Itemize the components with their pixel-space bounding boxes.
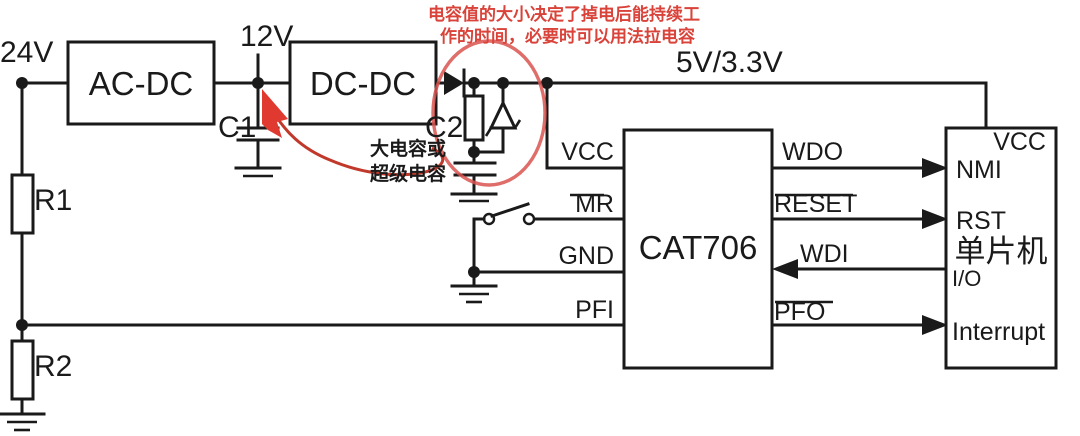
pin-label-pfo: PFO <box>774 298 825 326</box>
arrow-pfo-interrupt <box>922 315 948 335</box>
zener-d2-tick-left <box>484 127 493 137</box>
label-block-dcdc: DC-DC <box>310 65 416 102</box>
label-block-acdc: AC-DC <box>89 65 194 102</box>
annotation-note-line1: 电容值的大小决定了掉电后能持续工 <box>428 4 700 24</box>
pin-label-mcu-interrupt: Interrupt <box>952 318 1045 346</box>
pin-label-vcc: VCC <box>561 138 614 166</box>
label-24v: 24V <box>0 36 53 69</box>
label-c2: C2 <box>425 111 463 144</box>
arrow-wdi <box>772 259 798 279</box>
pin-label-mcu-rst: RST <box>956 207 1006 235</box>
node-24v <box>16 77 28 89</box>
label-r2: R2 <box>34 350 72 383</box>
pin-label-wdi: WDI <box>800 240 849 268</box>
pin-label-gnd: GND <box>558 242 614 270</box>
arrow-wdo-nmi <box>922 158 948 178</box>
pin-label-mcu-io: I/O <box>952 266 981 291</box>
pin-label-pfi: PFI <box>575 296 614 324</box>
block-mcu <box>944 126 1058 370</box>
arrow-reset-rst <box>922 209 948 229</box>
cap-note-line2: 超级电容 <box>369 162 446 185</box>
label-block-mcu: 单片机 <box>955 234 1048 269</box>
block-dcdc <box>288 40 438 126</box>
pin-label-mr: MR <box>575 190 614 218</box>
pin-label-mcu-vcc: VCC <box>993 128 1046 156</box>
label-5v-3v3: 5V/3.3V <box>676 46 783 79</box>
label-12v: 12V <box>240 20 293 53</box>
pin-label-mcu-nmi: NMI <box>956 156 1002 184</box>
pin-label-reset: RESET <box>774 190 857 218</box>
label-r1: R1 <box>34 184 72 217</box>
cap-note-line1: 大电容或 <box>370 137 446 160</box>
label-block-cat706: CAT706 <box>639 229 758 266</box>
switch-contact-right <box>522 212 536 226</box>
switch-lever <box>490 202 530 218</box>
annotation-note-line2: 作的时间，必要时可以用法拉电容 <box>440 26 695 46</box>
block-cat706 <box>622 128 774 370</box>
label-c1: C1 <box>218 111 256 144</box>
diode-d1-triangle <box>444 71 464 95</box>
pin-label-wdo: WDO <box>782 138 843 166</box>
zener-d2-tick-right <box>513 119 522 129</box>
annotation-arrow-head <box>262 89 288 138</box>
annotation-arrow-curve <box>274 115 445 177</box>
highlight-ellipse-c2 <box>431 39 547 187</box>
